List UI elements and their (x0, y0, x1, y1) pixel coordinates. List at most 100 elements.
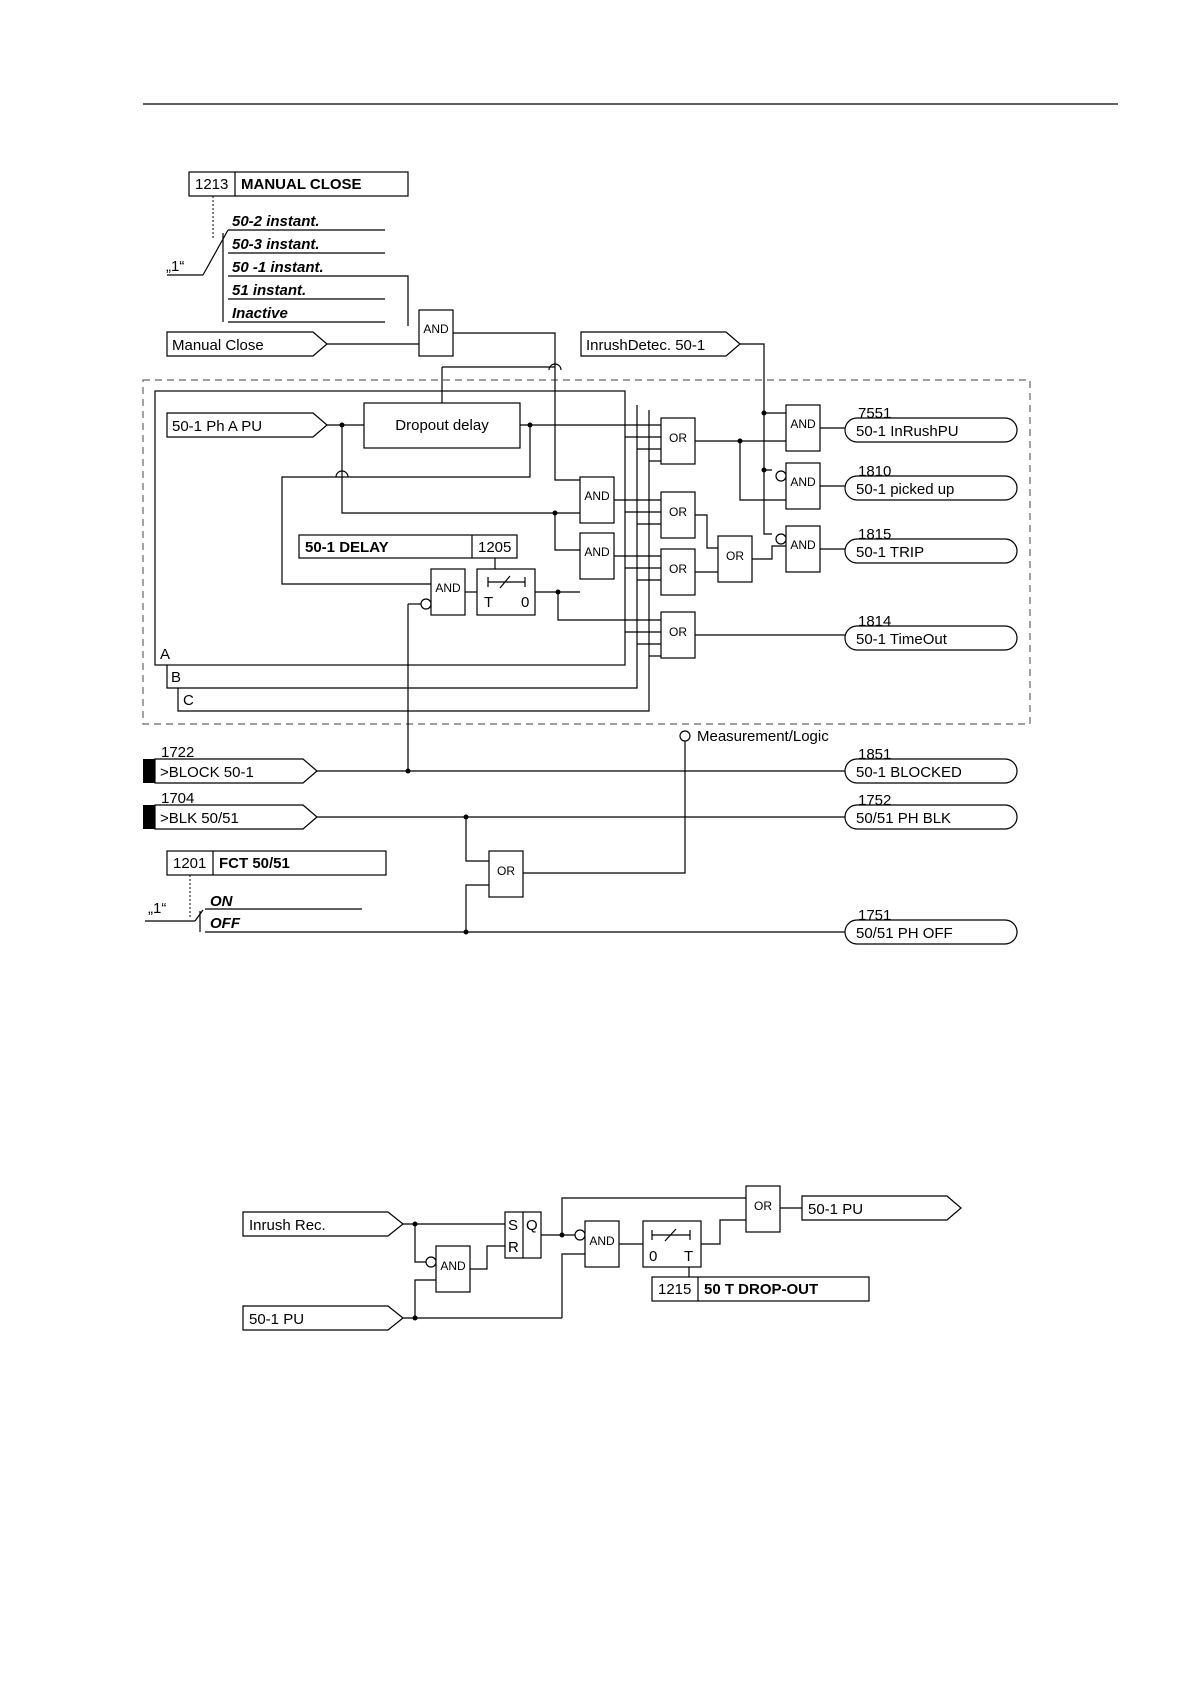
svg-text:OR: OR (726, 549, 744, 563)
fct-parameter: 1201 FCT 50/51 ON OFF „1“ (145, 850, 387, 933)
or-gate-d2: OR (745, 1185, 781, 1233)
or-gate-trip: OR (660, 548, 696, 596)
pu-output: 50-1 PU (801, 1195, 962, 1221)
svg-text:0: 0 (521, 594, 529, 611)
svg-text:50-1 Ph A PU: 50-1 Ph A PU (172, 418, 262, 435)
output-timeout: 1814 50-1 TimeOut (844, 613, 1018, 651)
and-gate-d2-right: AND (584, 1220, 620, 1268)
svg-text:50-1 InRushPU: 50-1 InRushPU (856, 423, 959, 440)
svg-text:OR: OR (669, 505, 687, 519)
manual-close-selector: „1“ (166, 258, 184, 275)
block-input: >BLOCK 50-1 (143, 758, 318, 784)
svg-text:„1“: „1“ (148, 900, 166, 917)
svg-text:50-1 picked up: 50-1 picked up (856, 481, 954, 498)
manual-close-title: MANUAL CLOSE (241, 176, 362, 193)
delay-parameter: 50-1 DELAY 1205 (298, 534, 518, 559)
svg-text:OR: OR (669, 625, 687, 639)
dropout-parameter: 1215 50 T DROP-OUT (651, 1276, 870, 1302)
blk-input: >BLK 50/51 (143, 804, 318, 830)
svg-text:50-1 PU: 50-1 PU (808, 1201, 863, 1218)
svg-text:AND: AND (589, 1234, 615, 1248)
or-gate-fct: OR (488, 850, 524, 898)
svg-text:ON: ON (210, 893, 234, 910)
output-ph-off: 1751 50/51 PH OFF (844, 907, 1018, 945)
svg-text:OR: OR (497, 864, 515, 878)
and-gate-d2-left: AND (435, 1245, 471, 1293)
svg-text:S: S (508, 1217, 518, 1234)
phase-c-label: C (183, 692, 194, 709)
svg-text:OR: OR (669, 431, 687, 445)
sr-flipflop: S R Q (504, 1211, 542, 1259)
svg-text:AND: AND (790, 475, 816, 489)
svg-text:AND: AND (423, 322, 449, 336)
svg-text:50/51 PH BLK: 50/51 PH BLK (856, 810, 951, 827)
blk-num: 1704 (161, 790, 194, 807)
or-gate-timeout: OR (660, 611, 696, 659)
and-gate-trip: AND (579, 532, 615, 580)
and-gate-inrush-pu: AND (785, 404, 821, 452)
svg-text:AND: AND (584, 545, 610, 559)
svg-text:1201: 1201 (173, 855, 206, 872)
svg-text:Dropout delay: Dropout delay (395, 417, 489, 434)
or-gate-inrush: OR (660, 417, 696, 465)
delay-timer: T 0 (476, 568, 536, 616)
svg-text:R: R (508, 1239, 519, 1256)
measurement-logic-boundary (142, 379, 1031, 725)
pu-input: 50-1 PU (242, 1305, 404, 1331)
svg-text:InrushDetec. 50-1: InrushDetec. 50-1 (586, 337, 705, 354)
dropout-delay-block: Dropout delay (363, 402, 521, 449)
svg-text:1205: 1205 (478, 539, 511, 556)
output-blocked: 1851 50-1 BLOCKED (844, 746, 1018, 784)
manual-close-addr: 1213 (195, 176, 228, 193)
svg-text:AND: AND (790, 538, 816, 552)
or-gate-combined: OR (717, 535, 753, 583)
svg-text:AND: AND (435, 581, 461, 595)
svg-text:>BLOCK 50-1: >BLOCK 50-1 (160, 764, 254, 781)
svg-text:Q: Q (526, 1217, 538, 1234)
phase-b-label: B (171, 669, 181, 686)
svg-text:50-1 TimeOut: 50-1 TimeOut (856, 631, 948, 648)
svg-text:50-1 BLOCKED: 50-1 BLOCKED (856, 764, 962, 781)
option-50-1: 50 -1 instant. (232, 259, 324, 276)
option-51: 51 instant. (232, 282, 306, 299)
inrush-detec-input: InrushDetec. 50-1 (580, 331, 741, 357)
svg-text:1215: 1215 (658, 1281, 691, 1298)
svg-text:50-1 DELAY: 50-1 DELAY (305, 539, 389, 556)
dropout-timer: 0 T (642, 1220, 702, 1268)
output-trip: 1815 50-1 TRIP (844, 526, 1018, 564)
svg-text:Inrush Rec.: Inrush Rec. (249, 1217, 326, 1234)
svg-text:Manual Close: Manual Close (172, 337, 264, 354)
svg-text:>BLK 50/51: >BLK 50/51 (160, 810, 239, 827)
svg-text:50-1 PU: 50-1 PU (249, 1311, 304, 1328)
and-gate-pickup: AND (579, 476, 615, 524)
output-inrushpu: 7551 50-1 InRushPU (844, 405, 1018, 443)
svg-text:T: T (684, 1248, 693, 1265)
and-gate-trip-out: AND (785, 525, 821, 573)
ph-a-pu-input: 50-1 Ph A PU (166, 412, 328, 438)
option-50-2: 50-2 instant. (232, 213, 320, 230)
svg-text:50-1 TRIP: 50-1 TRIP (856, 544, 924, 561)
svg-text:OFF: OFF (210, 915, 241, 932)
output-ph-blk: 1752 50/51 PH BLK (844, 792, 1018, 830)
option-inactive: Inactive (232, 305, 288, 322)
inrush-rec-input: Inrush Rec. (242, 1211, 404, 1237)
and-gate-manual-close: AND (418, 309, 454, 357)
block-num: 1722 (161, 744, 194, 761)
svg-text:FCT 50/51: FCT 50/51 (219, 855, 290, 872)
svg-text:AND: AND (584, 489, 610, 503)
manual-close-parameter: 1213 MANUAL CLOSE 50-2 instant. 50-3 ins… (166, 171, 409, 326)
and-gate-timer: AND (430, 568, 466, 616)
svg-text:AND: AND (790, 417, 816, 431)
phase-a-frame (154, 390, 626, 666)
manual-close-input: Manual Close (166, 331, 328, 357)
svg-text:50/51 PH OFF: 50/51 PH OFF (856, 925, 953, 942)
svg-text:OR: OR (754, 1199, 772, 1213)
measurement-logic-label: Measurement/Logic (697, 728, 829, 745)
phase-a-label: A (160, 646, 170, 663)
and-gate-picked-up: AND (785, 462, 821, 510)
svg-text:AND: AND (440, 1259, 466, 1273)
output-picked-up: 1810 50-1 picked up (844, 463, 1018, 501)
svg-text:T: T (484, 594, 493, 611)
svg-text:OR: OR (669, 562, 687, 576)
